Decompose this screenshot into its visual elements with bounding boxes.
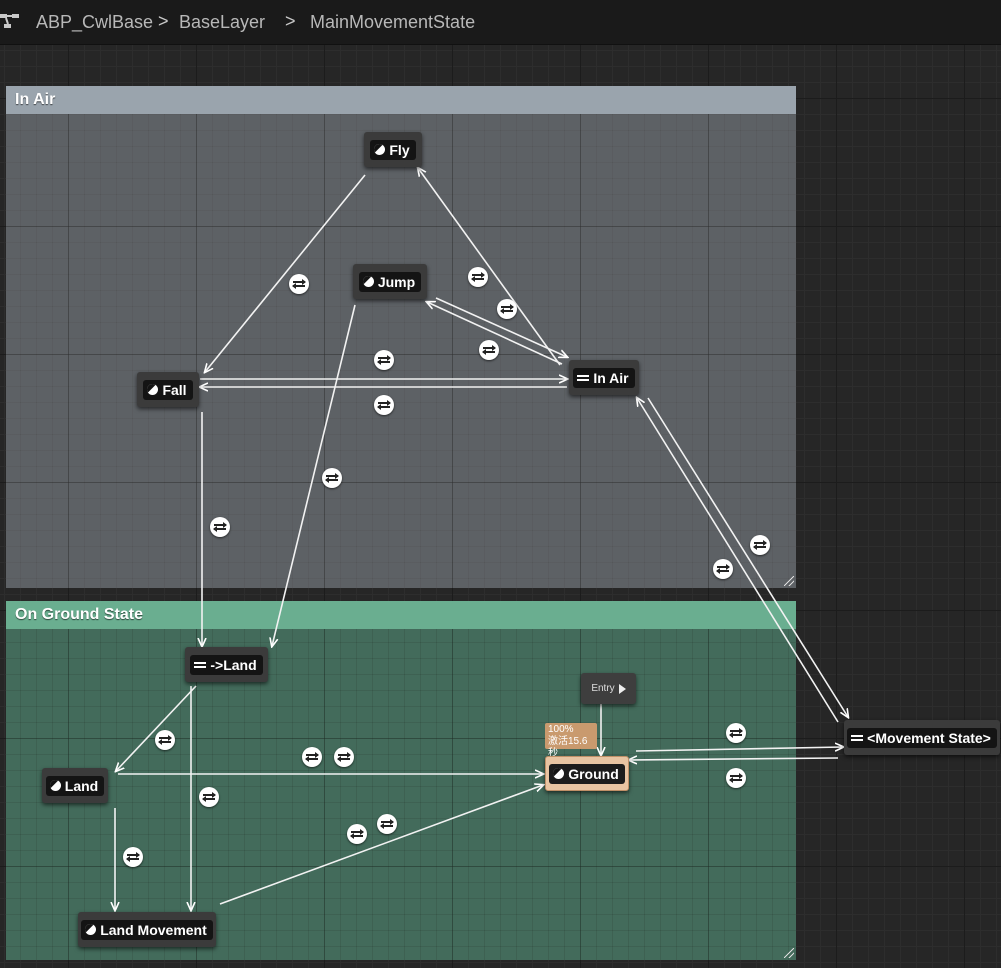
transition-rule-icon[interactable]: [199, 787, 219, 807]
resize-grip-icon[interactable]: [784, 576, 794, 586]
transition-rule-icon[interactable]: [302, 747, 322, 767]
state-label: Fly: [389, 141, 410, 158]
debug-weight-badge: 100% 激活15.6秒: [545, 723, 597, 759]
state-node-jump[interactable]: Jump: [353, 264, 427, 299]
breadcrumb-separator: >: [158, 11, 169, 31]
state-node-land-movement[interactable]: Land Movement: [78, 912, 216, 947]
comment-title[interactable]: On Ground State: [6, 601, 796, 629]
wire-inair-to-movement-state[interactable]: [647, 397, 848, 717]
transition-rule-icon[interactable]: [726, 723, 746, 743]
conduit-icon: [194, 660, 207, 670]
wire-ground-to-movement-state[interactable]: [635, 747, 843, 751]
state-icon: [374, 144, 386, 155]
state-label: Fall: [162, 381, 187, 398]
transition-rule-icon[interactable]: [374, 350, 394, 370]
state-node-ground[interactable]: Ground: [545, 756, 629, 791]
conduit-node-to-land[interactable]: ->Land: [185, 647, 268, 682]
transition-rule-icon[interactable]: [377, 814, 397, 834]
conduit-node-in-air[interactable]: In Air: [569, 360, 639, 395]
state-label: Land: [64, 777, 99, 794]
wire-land-conduit-to-land[interactable]: [116, 685, 197, 771]
transition-rule-icon[interactable]: [155, 730, 175, 750]
wire-inair-to-jump[interactable]: [427, 302, 563, 365]
graph-icon: [0, 14, 19, 28]
transition-rule-icon[interactable]: [374, 395, 394, 415]
state-icon: [362, 276, 374, 287]
breadcrumb-separator: >: [285, 11, 296, 31]
transition-rule-icon[interactable]: [497, 299, 517, 319]
state-label: Land Movement: [100, 921, 207, 938]
conduit-icon: [577, 373, 590, 383]
conduit-icon: [851, 733, 864, 743]
breadcrumb-item-layer[interactable]: BaseLayer: [179, 12, 266, 32]
debug-active-time: 激活15.6秒: [548, 736, 588, 759]
state-node-fall[interactable]: Fall: [137, 372, 199, 407]
transition-rule-icon[interactable]: [713, 559, 733, 579]
transition-rule-icon[interactable]: [726, 768, 746, 788]
wire-jump-to-land-conduit[interactable]: [272, 304, 356, 646]
breadcrumb-item-anim-blueprint[interactable]: ABP_CwlBase: [36, 12, 154, 32]
comment-box-in-air[interactable]: In Air: [6, 86, 796, 588]
transition-rule-icon[interactable]: [123, 847, 143, 867]
state-icon: [553, 768, 565, 779]
state-node-land[interactable]: Land: [42, 768, 108, 803]
resize-grip-icon[interactable]: [784, 948, 794, 958]
wire-land-movement-to-ground[interactable]: [219, 785, 543, 905]
transition-rule-icon[interactable]: [468, 267, 488, 287]
state-label: <Movement State>: [867, 729, 991, 746]
state-label: ->Land: [210, 656, 257, 673]
comment-title[interactable]: In Air: [6, 86, 796, 114]
entry-node[interactable]: Entry: [581, 673, 636, 704]
transition-rule-icon[interactable]: [322, 468, 342, 488]
transition-rule-icon[interactable]: [289, 274, 309, 294]
wire-inair-to-fly[interactable]: [418, 168, 561, 366]
state-label: In Air: [593, 369, 629, 386]
breadcrumb-item-state-machine[interactable]: MainMovementState: [310, 12, 476, 32]
transition-rule-icon[interactable]: [479, 340, 499, 360]
state-icon: [85, 924, 97, 935]
state-icon: [49, 780, 61, 791]
state-icon: [147, 384, 159, 395]
transition-rule-icon[interactable]: [210, 517, 230, 537]
entry-label: Entry: [591, 683, 615, 694]
wire-movement-state-to-inair[interactable]: [637, 398, 839, 723]
wire-fly-to-fall[interactable]: [205, 174, 366, 372]
state-label: Ground: [568, 765, 619, 782]
wire-movement-state-to-ground[interactable]: [629, 758, 839, 760]
state-alias-node-movement-state[interactable]: <Movement State>: [844, 720, 1000, 755]
state-node-fly[interactable]: Fly: [364, 132, 422, 167]
state-label: Jump: [377, 273, 416, 290]
transition-rule-icon[interactable]: [750, 535, 770, 555]
transition-rule-icon[interactable]: [334, 747, 354, 767]
comment-box-on-ground[interactable]: On Ground State: [6, 601, 796, 960]
transition-rule-icon[interactable]: [347, 824, 367, 844]
debug-weight: 100%: [548, 724, 574, 735]
wire-jump-to-inair[interactable]: [435, 297, 567, 357]
breadcrumb-bar: ABP_CwlBase > BaseLayer > MainMovementSt…: [0, 0, 1001, 45]
play-icon: [618, 683, 626, 694]
